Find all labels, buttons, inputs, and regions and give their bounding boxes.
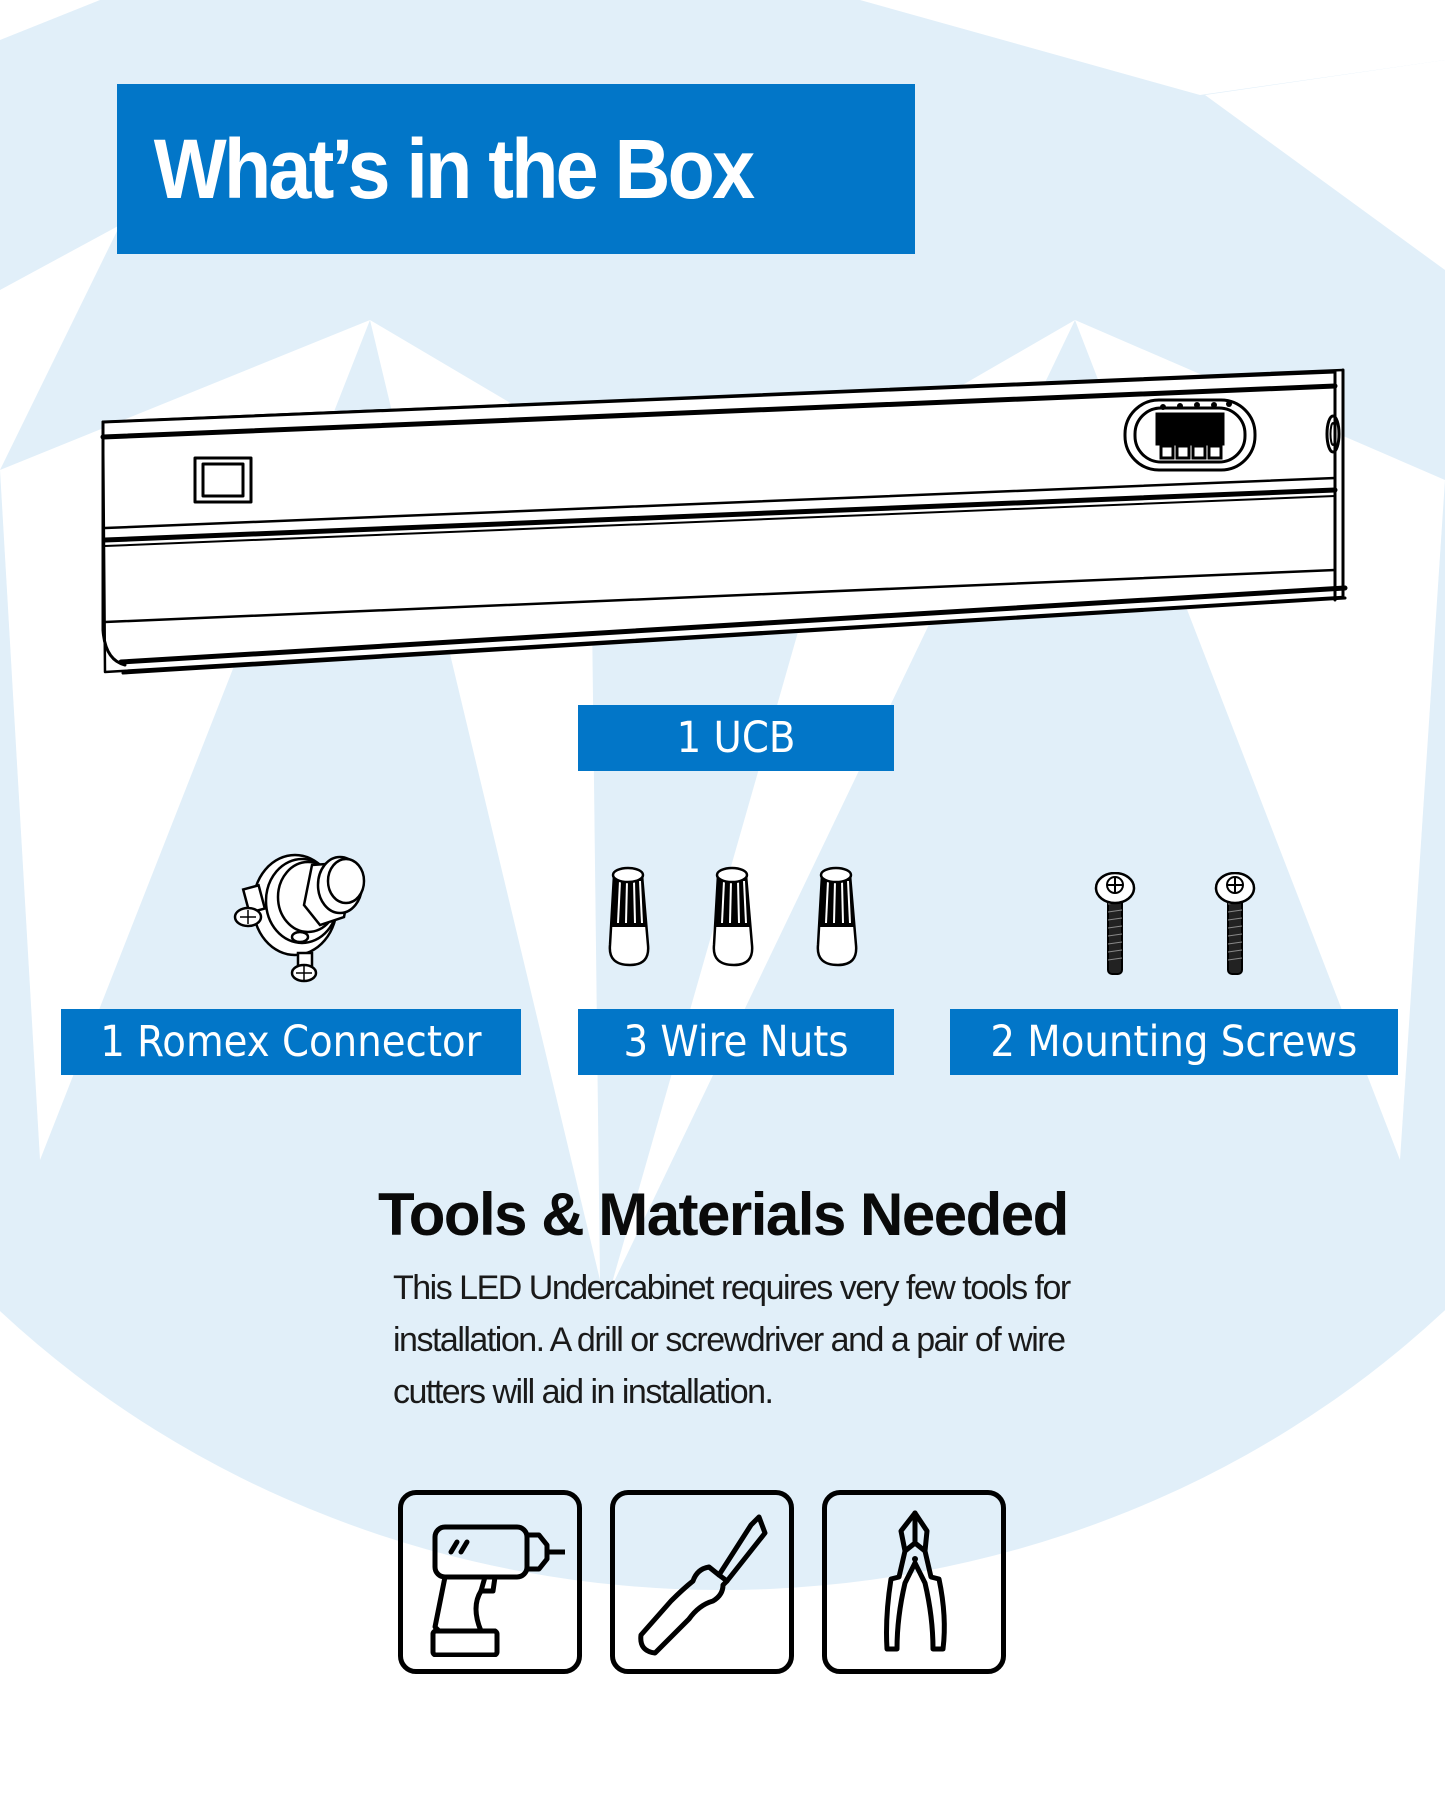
- mounting-screws-illustration: [1094, 872, 1256, 976]
- page-title: What’s in the Box: [153, 121, 755, 216]
- romex-connector-label: 1 Romex Connector: [61, 1009, 521, 1075]
- wire-nuts-illustration: [608, 866, 858, 967]
- drill-icon: [430, 1524, 565, 1657]
- ucb-label: 1 UCB: [578, 705, 894, 771]
- mounting-screws-label: 2 Mounting Screws: [950, 1009, 1398, 1075]
- wire-cutters-card: [822, 1490, 1006, 1674]
- tools-description: This LED Undercabinet requires very few …: [393, 1269, 1071, 1411]
- romex-connector-illustration: [233, 853, 366, 983]
- under-cabinet-light-bar-illustration: [100, 368, 1348, 675]
- title-banner: What’s in the Box: [117, 84, 915, 254]
- drill-card: [398, 1490, 582, 1674]
- tools-heading: Tools & Materials Needed: [378, 1181, 1069, 1248]
- wire-cutters-icon: [884, 1510, 947, 1652]
- screwdriver-card: [610, 1490, 794, 1674]
- screwdriver-icon: [638, 1514, 768, 1656]
- wire-nuts-label: 3 Wire Nuts: [578, 1009, 894, 1075]
